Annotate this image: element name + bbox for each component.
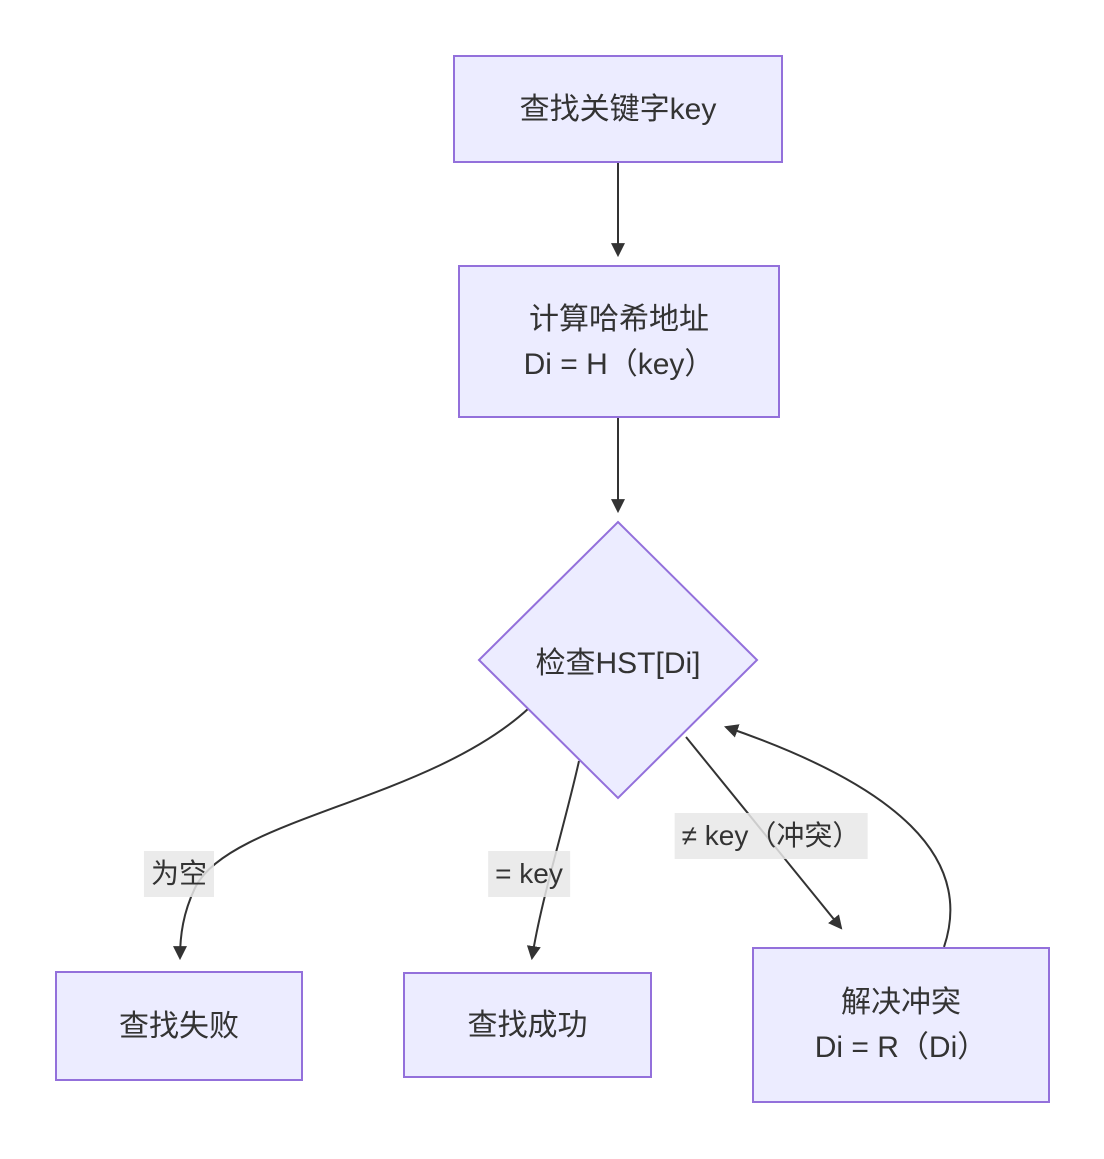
node-hash: 计算哈希地址 Di = H（key） [458,265,780,418]
node-resolve-line1: 解决冲突 [841,986,961,1019]
node-resolve: 解决冲突 Di = R（Di） [752,947,1050,1103]
edge-label-empty: 为空 [143,851,215,897]
edge-label-conflict: ≠ key（冲突） [674,813,868,859]
node-fail-label: 查找失败 [119,1009,239,1043]
node-hash-line2: Di = H（key） [523,347,715,381]
edge-resolve-to-check [724,724,952,948]
node-start: 查找关键字key [453,55,783,163]
node-resolve-line2: Di = R（Di） [814,1031,988,1064]
node-success: 查找成功 [403,972,652,1078]
node-hash-line1: 计算哈希地址 [529,302,709,336]
node-success-label: 查找成功 [467,1008,588,1042]
edge-check-to-fail [173,707,530,961]
edge-label-equal: = key [488,851,570,897]
check-diamond-shape [477,520,759,800]
node-start-label: 查找关键字key [519,92,717,126]
node-fail: 查找失败 [55,971,303,1081]
node-check-label: 检查HST[Di] [535,647,701,680]
